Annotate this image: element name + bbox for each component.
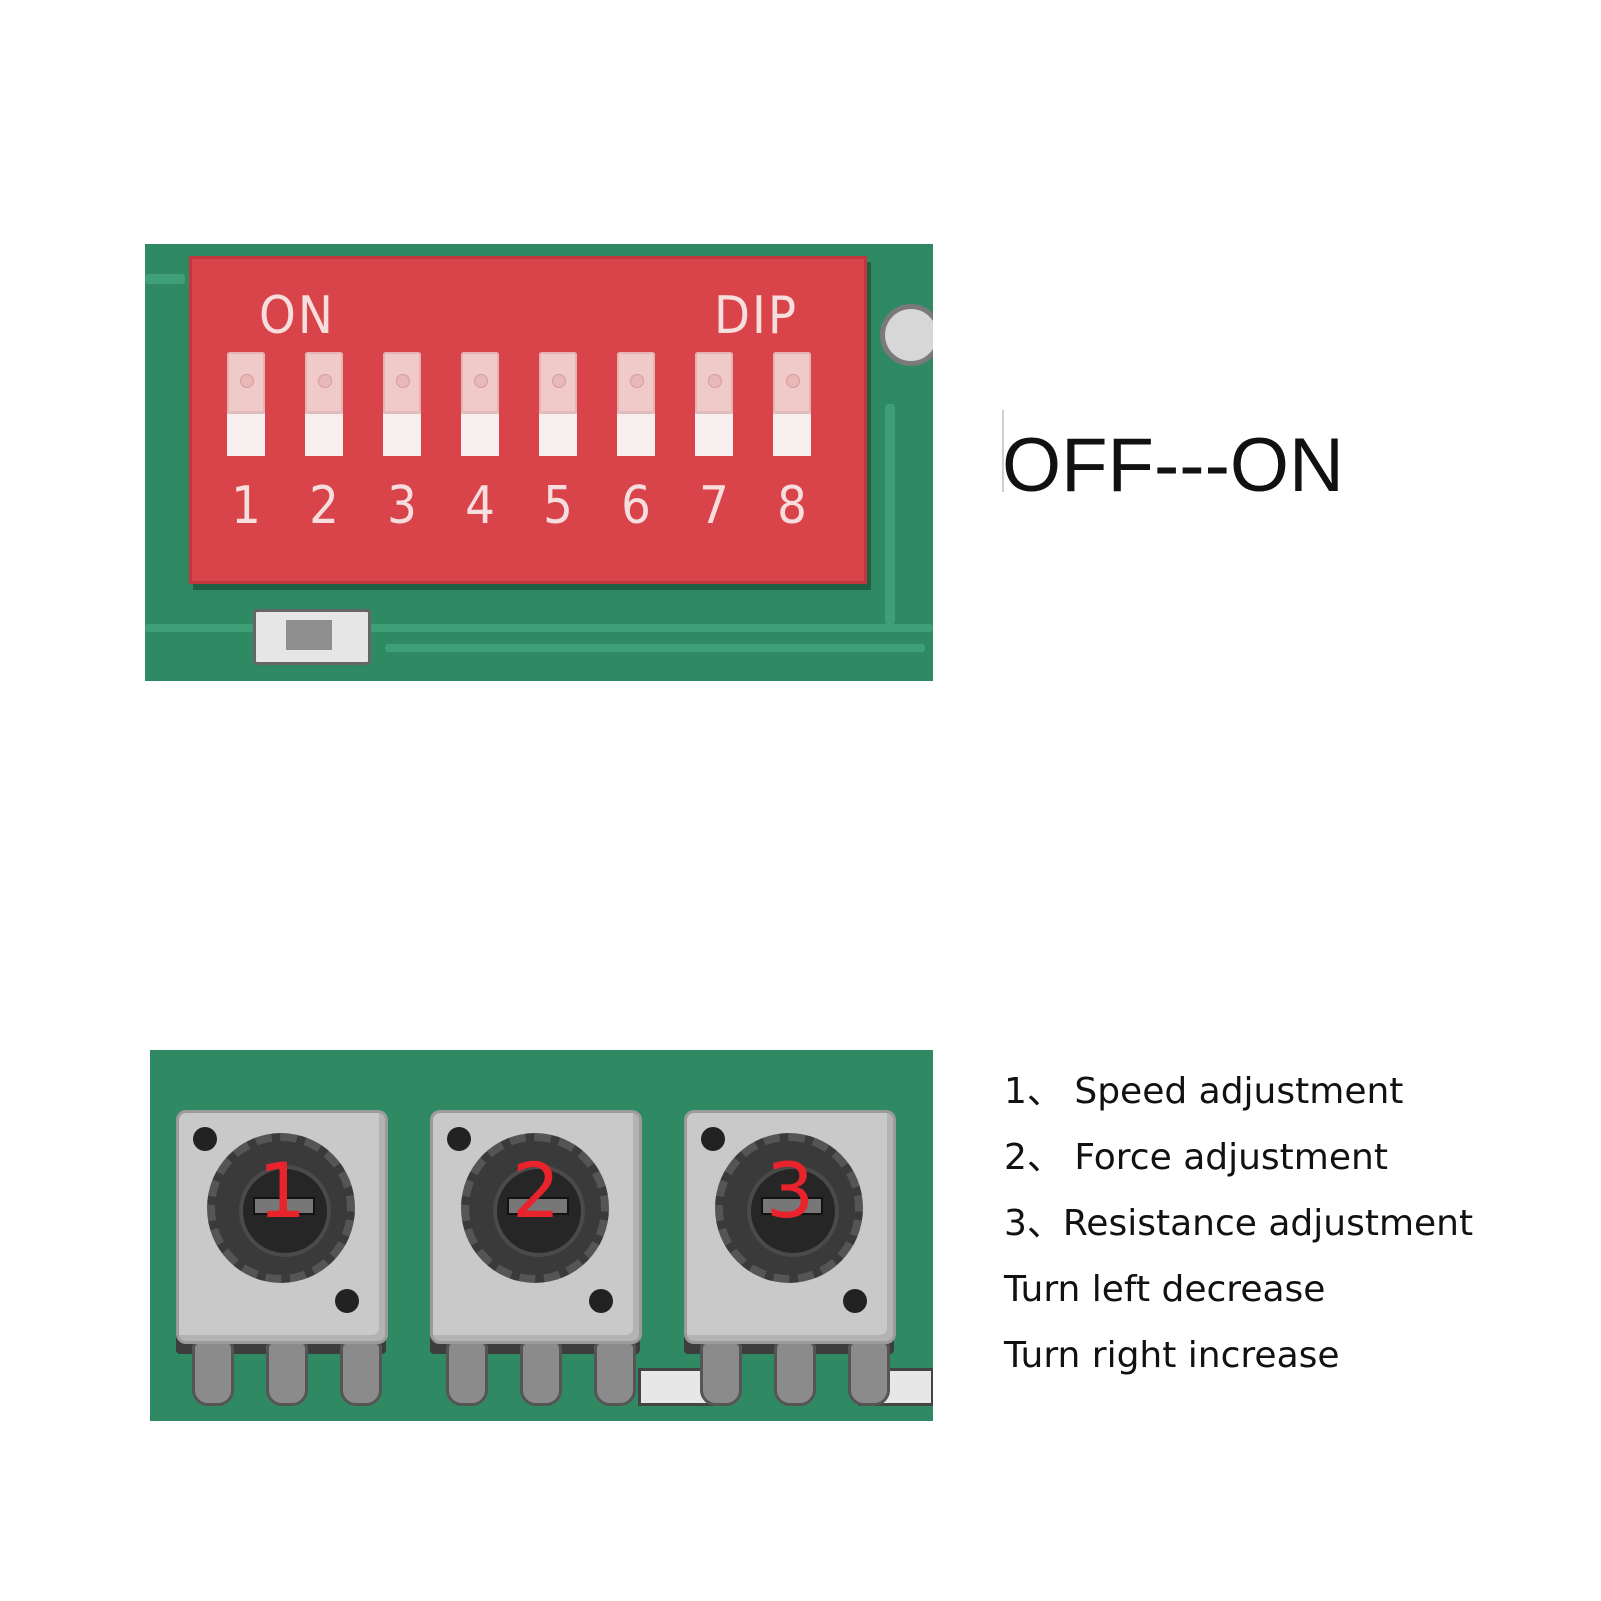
adjustment-notes: 1、 Speed adjustment 2、 Force adjustment …: [1004, 1070, 1473, 1400]
dip-toggle-6: [617, 352, 655, 456]
note-resistance: 3、Resistance adjustment: [1004, 1203, 1474, 1244]
dip-toggle-7: [695, 352, 733, 456]
dip-switch-body: ON DIP 1 2 3 4 5 6 7 8: [189, 256, 867, 584]
pot-knob: [461, 1133, 609, 1283]
dip-toggle-2: [305, 352, 343, 456]
note-speed: 1、 Speed adjustment: [1004, 1071, 1404, 1112]
pot-label-3: 3: [765, 1146, 815, 1235]
dip-brand-label: DIP: [714, 286, 799, 346]
text-cursor: [1002, 410, 1004, 492]
note-force: 2、 Force adjustment: [1004, 1137, 1388, 1178]
pot-legs: [688, 1340, 894, 1410]
pcb-trace: [885, 404, 895, 624]
pcb-trace: [385, 644, 925, 652]
pot-legs: [434, 1340, 640, 1410]
dip-on-label: ON: [259, 286, 335, 346]
note-turn-right: Turn right increase: [1004, 1335, 1340, 1376]
screw-head: [880, 304, 933, 366]
pot-label-2: 2: [511, 1146, 561, 1235]
dip-number: 3: [387, 476, 417, 536]
dip-toggle-3: [383, 352, 421, 456]
pcb-trace: [145, 274, 185, 284]
dip-toggle-5: [539, 352, 577, 456]
dip-number: 5: [543, 476, 573, 536]
potentiometer-1: 1: [176, 1110, 388, 1344]
dip-number: 2: [309, 476, 339, 536]
pot-legs: [180, 1340, 386, 1410]
dip-number: 6: [621, 476, 651, 536]
dip-switch-photo: ON DIP 1 2 3 4 5 6 7 8: [145, 244, 933, 681]
off-on-caption: OFF---ON: [1002, 423, 1344, 508]
pcb-trace: [145, 624, 933, 632]
dip-number: 8: [777, 476, 807, 536]
dip-toggle-8: [773, 352, 811, 456]
potentiometer-photo: 1 2 3: [150, 1050, 933, 1421]
pot-knob: [715, 1133, 863, 1283]
potentiometer-3: 3: [684, 1110, 896, 1344]
dip-toggle-1: [227, 352, 265, 456]
smd-resistor: [253, 609, 371, 665]
dip-number: 7: [699, 476, 729, 536]
dip-number: 1: [231, 476, 261, 536]
note-turn-left: Turn left decrease: [1004, 1269, 1326, 1310]
potentiometer-2: 2: [430, 1110, 642, 1344]
dip-toggle-4: [461, 352, 499, 456]
pot-knob: [207, 1133, 355, 1283]
pot-label-1: 1: [257, 1146, 307, 1235]
dip-number: 4: [465, 476, 495, 536]
